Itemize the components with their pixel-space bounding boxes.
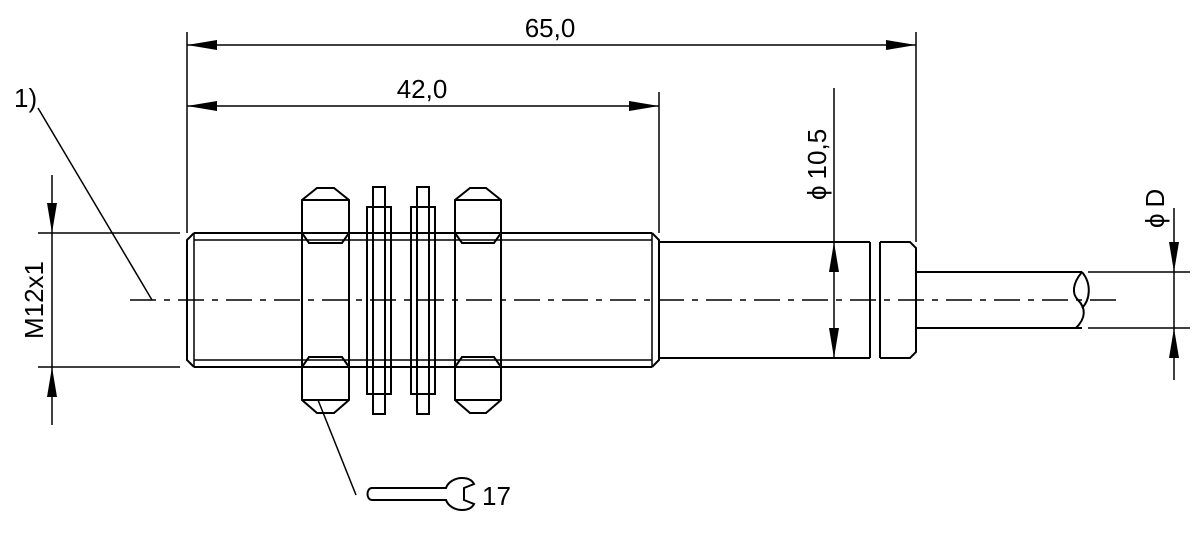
lock-nut-rear (454, 187, 502, 414)
dimension-housing-diameter (829, 88, 839, 358)
dimension-cable-diameter (1088, 208, 1190, 380)
diameter-symbol: ϕ (802, 185, 832, 200)
dimension-overall-length (186, 32, 917, 242)
footnote-leader (37, 107, 153, 301)
washer-2 (410, 186, 436, 415)
svg-text:ϕ10,5: ϕ 10,5 (802, 129, 832, 200)
overall-length-label: 65,0 (525, 13, 576, 43)
cable (916, 271, 1090, 329)
thread-length-label: 42,0 (397, 74, 448, 104)
dimension-thread-length (187, 92, 660, 233)
wrench-icon (366, 476, 476, 512)
lock-nut-front (301, 187, 350, 414)
diameter-symbol-2: ϕ (1140, 213, 1170, 228)
rear-housing (659, 241, 917, 359)
thread-label: M12x1 (19, 261, 49, 339)
housing-diameter-label-group: ϕ 10,5 (802, 129, 832, 200)
washer-1 (366, 186, 392, 415)
dimension-thread (38, 175, 180, 425)
housing-diameter-value: 10,5 (802, 129, 832, 180)
cable-diameter-label-group: ϕD (1140, 189, 1170, 228)
footnote-label: 1) (14, 83, 37, 113)
threaded-body (186, 232, 660, 368)
wrench-size-label: 17 (482, 481, 511, 511)
cable-diameter-value: D (1140, 189, 1170, 208)
svg-text:ϕD: ϕD (1140, 189, 1170, 228)
wrench-leader (317, 399, 357, 496)
